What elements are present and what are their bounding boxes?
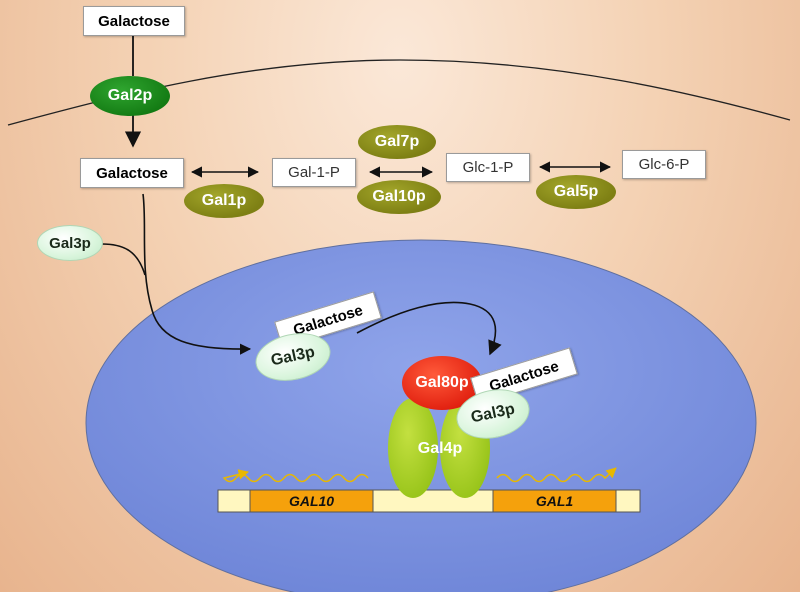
gene-gal1-label: GAL1 xyxy=(535,493,574,509)
arrow-gal3p-join xyxy=(101,243,146,276)
gal3p-cytoplasm: Gal3p xyxy=(37,225,103,261)
gene-gal1-box xyxy=(492,489,617,513)
glc-6-p-box: Glc-6-P xyxy=(622,150,706,179)
gene-gal10-label: GAL10 xyxy=(288,493,335,509)
galactose-cytoplasm-box: Galactose xyxy=(80,158,184,188)
galactose-extracellular-box: Galactose xyxy=(83,6,185,36)
transcript-gal1 xyxy=(496,467,617,483)
transcript-gal10 xyxy=(222,469,369,483)
gal-1-p-box: Gal-1-P xyxy=(272,158,356,187)
glc-1-p-box: Glc-1-P xyxy=(446,153,530,182)
arrow-gal3p-to-gal80p xyxy=(356,301,502,356)
gal5p-enzyme: Gal5p xyxy=(536,175,616,209)
gal1p-enzyme: Gal1p xyxy=(184,184,264,218)
gal4p-label: Gal4p xyxy=(417,440,463,457)
gal10p-enzyme: Gal10p xyxy=(357,180,441,214)
gene-gal10-box xyxy=(249,489,374,513)
gal4p-left-lobe xyxy=(388,398,438,498)
arrow-galactose-to-nucleus xyxy=(142,193,252,355)
gal2p-transporter: Gal2p xyxy=(90,76,170,116)
gal7p-enzyme: Gal7p xyxy=(358,125,436,159)
